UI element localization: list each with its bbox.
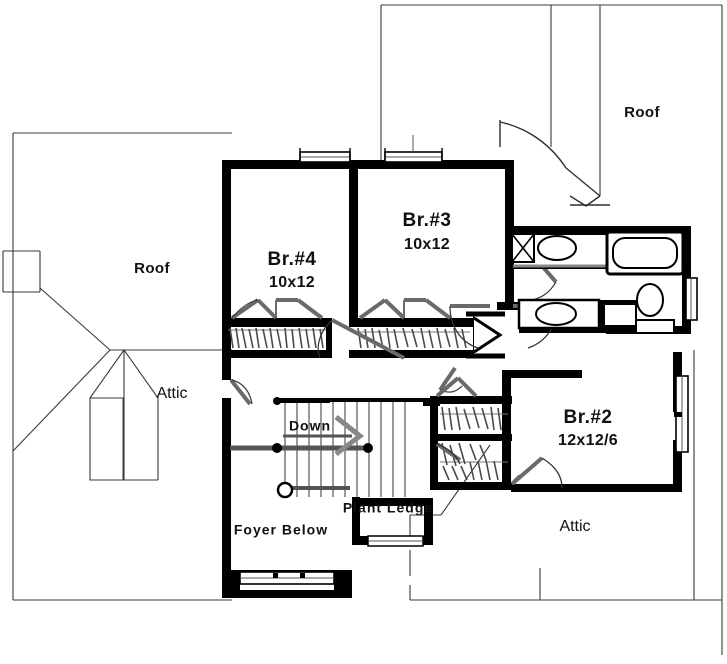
roof-door-swing-icon xyxy=(499,120,610,207)
door-br4-entry xyxy=(317,318,405,360)
roof-outline-group xyxy=(2,4,723,655)
shelf-x-icon xyxy=(511,233,535,263)
bathtub-icon xyxy=(605,230,685,276)
label-attic-left: Attic xyxy=(156,385,187,402)
toilet-icon xyxy=(603,300,637,327)
label-foyer-below: Foyer Below xyxy=(234,522,328,538)
label-group: Br.#4 10x12 Br.#3 10x12 Br.#2 12x12/6 Ro… xyxy=(134,104,660,538)
room-dims-br4: 10x12 xyxy=(269,274,315,291)
room-dims-br2: 12x12/6 xyxy=(558,432,618,449)
window-br4 xyxy=(299,148,351,163)
window-group xyxy=(239,135,698,585)
label-roof-left: Roof xyxy=(134,260,170,277)
vanity-sink-lower xyxy=(517,298,601,330)
window-br2 xyxy=(674,375,689,453)
staircase-group xyxy=(230,397,423,499)
door-closet-br2-b xyxy=(435,442,462,465)
corner-sink-icon xyxy=(635,283,675,334)
door-closet-br2-a xyxy=(435,376,478,398)
label-plant-ledge: Plant Ledge xyxy=(343,500,433,516)
door-group xyxy=(229,240,563,489)
room-label-br3: Br.#3 xyxy=(403,210,452,231)
room-label-br2: Br.#2 xyxy=(564,407,613,428)
window-foyer xyxy=(239,571,335,585)
label-stair-down: Down xyxy=(289,418,331,434)
label-roof-top-right: Roof xyxy=(624,104,660,121)
closet-clothes-hatch-group xyxy=(228,327,508,481)
window-bathroom xyxy=(685,277,698,321)
door-br2-entry xyxy=(510,456,563,489)
room-dims-br3: 10x12 xyxy=(404,236,450,253)
window-br3 xyxy=(384,135,443,163)
door-closet-br3 xyxy=(358,298,452,320)
window-plant-ledge xyxy=(367,535,424,547)
label-attic-bottom-right: Attic xyxy=(559,518,590,535)
door-br3-entry xyxy=(466,311,505,359)
door-closet-br4 xyxy=(230,298,324,320)
bathroom-fixtures-group xyxy=(511,230,685,334)
room-label-br4: Br.#4 xyxy=(268,249,317,270)
door-stair-landing xyxy=(229,378,253,406)
door-bathroom-upper xyxy=(449,304,490,349)
stair-down-arrow-icon xyxy=(283,415,365,456)
